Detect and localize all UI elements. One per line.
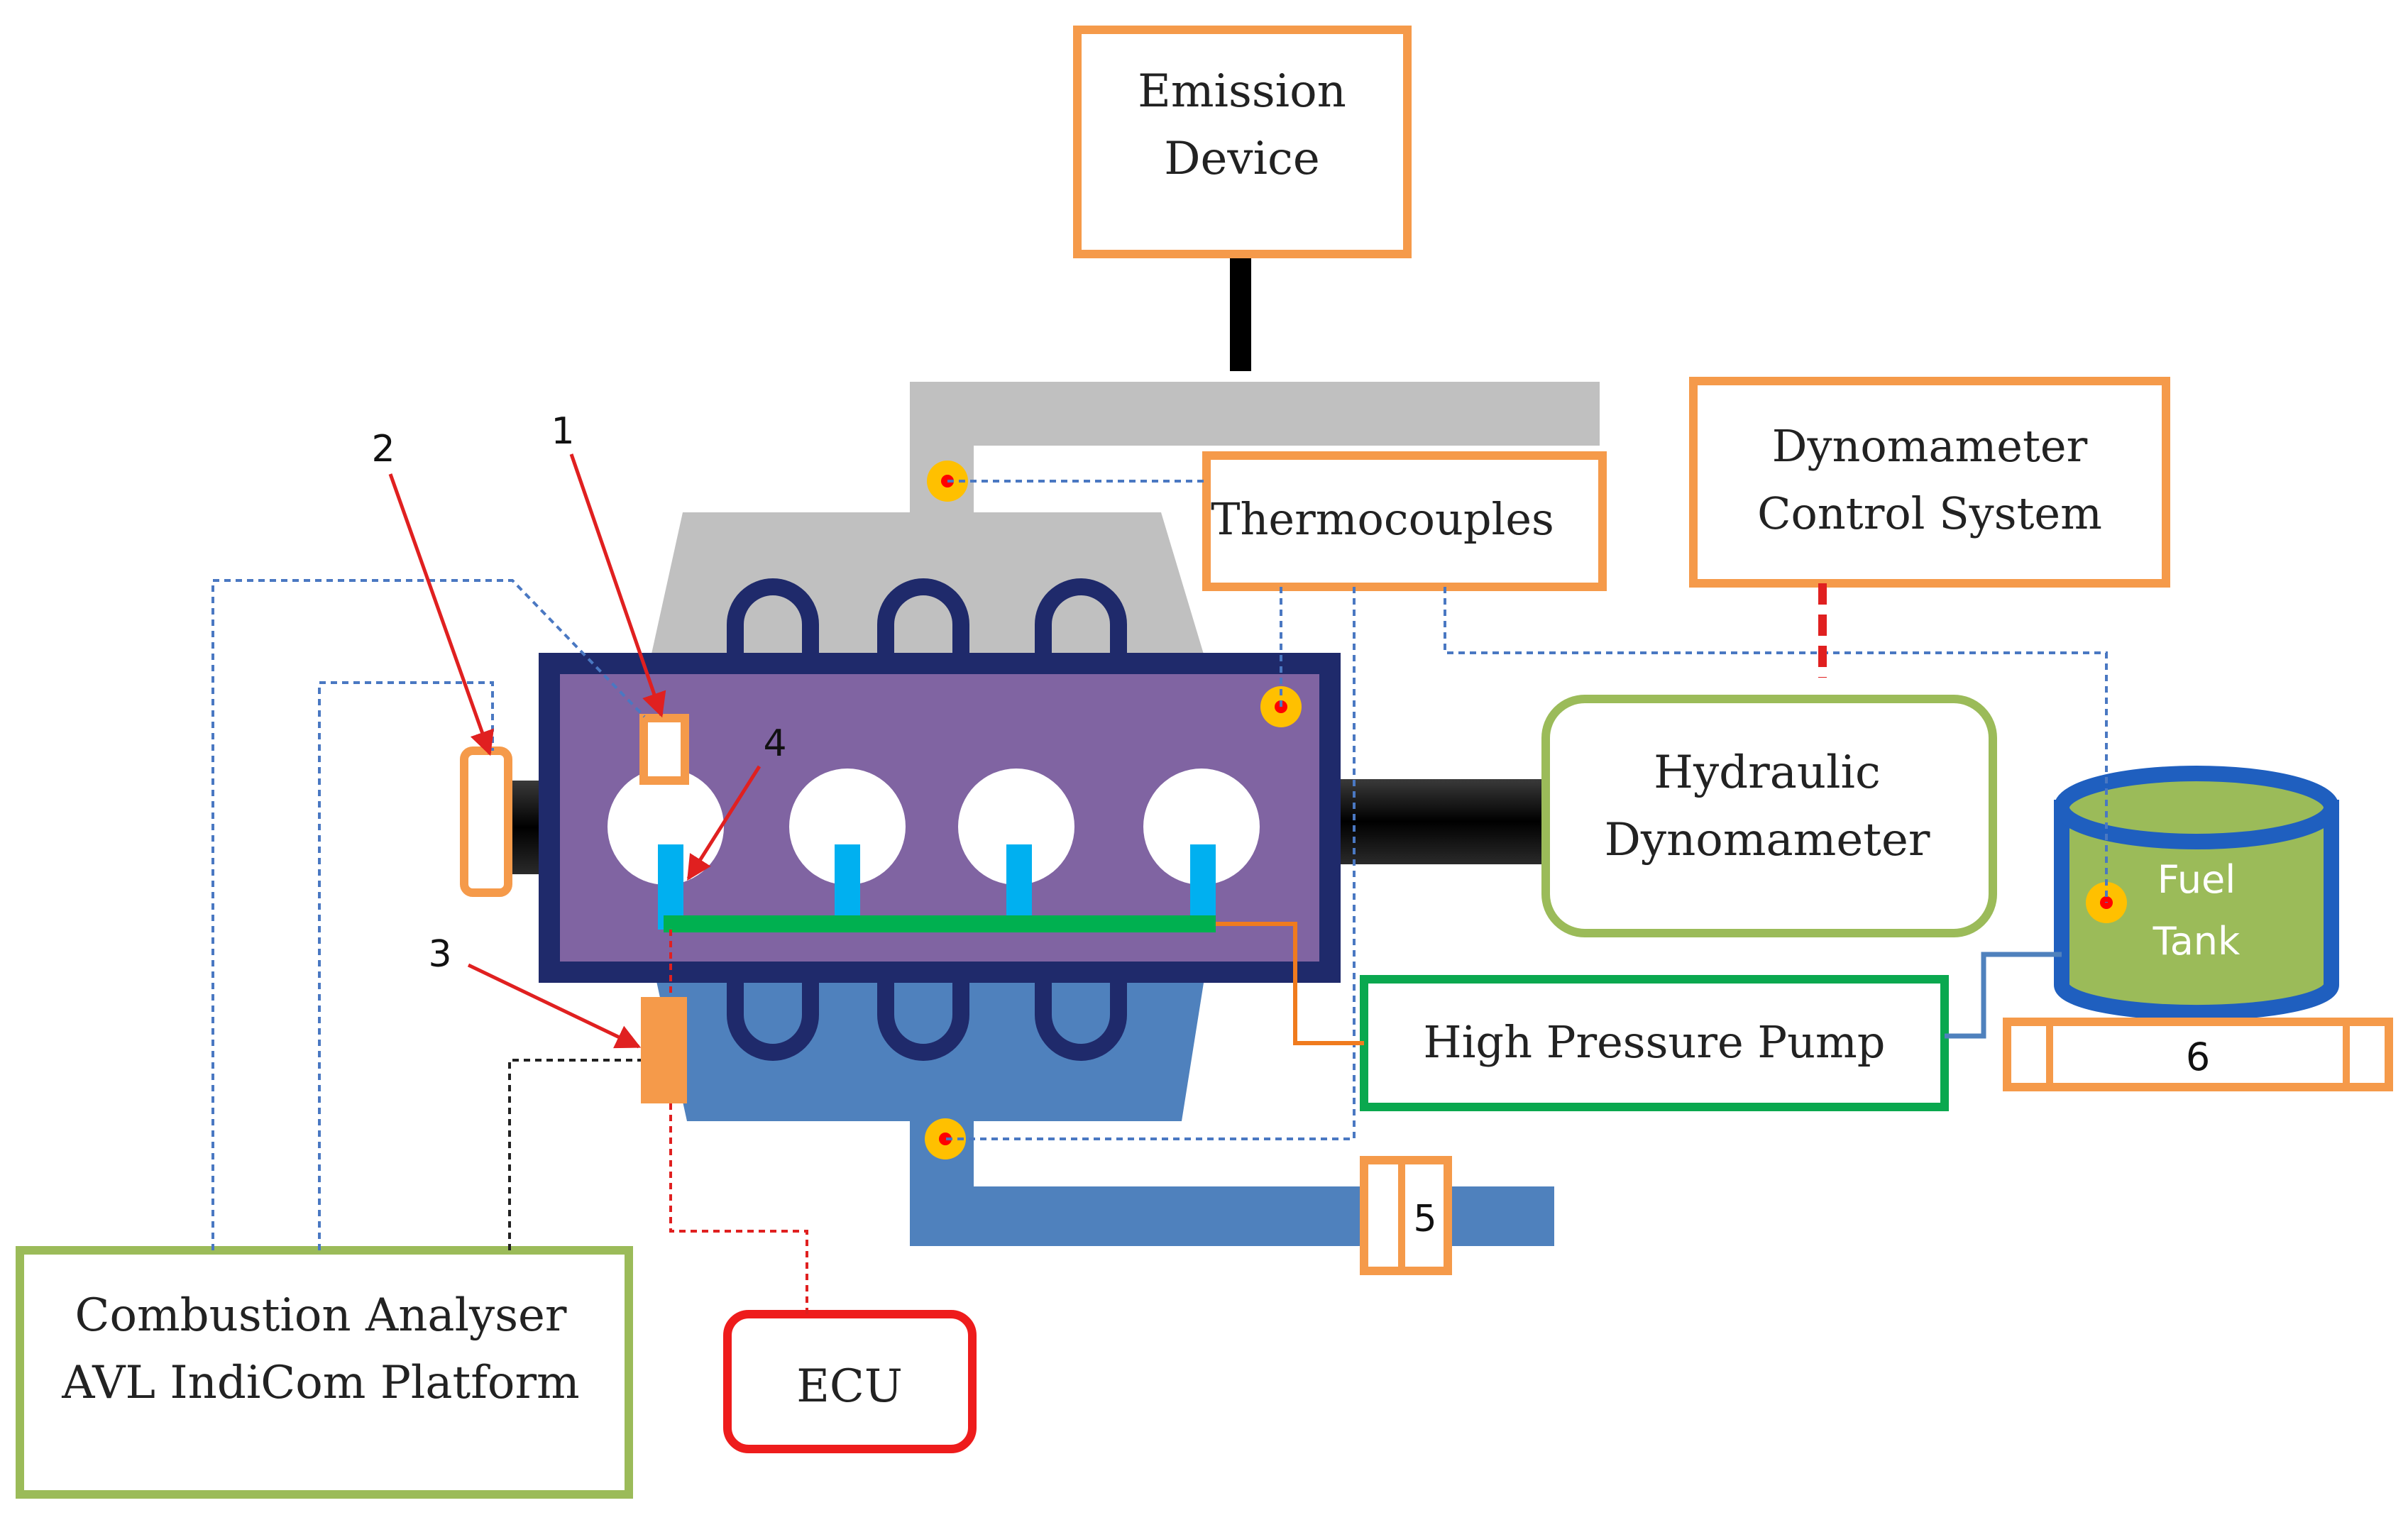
hydraulic-dyno-label-1: Hydraulic	[1654, 747, 1881, 799]
hydraulic-dyno-box: Hydraulic Dynomameter	[1541, 695, 1997, 937]
sensor-1-pressure	[639, 714, 689, 785]
common-rail	[664, 915, 1216, 932]
dyno-control-box: Dynomameter Control System	[1689, 377, 2170, 588]
combustion-analyser-box: Combustion Analyser AVL IndiCom Platform	[16, 1246, 633, 1499]
high-pressure-pump-box: High Pressure Pump	[1360, 975, 1949, 1111]
emission-device-label-1: Emission	[1138, 65, 1346, 118]
connection-lines	[211, 480, 2108, 1314]
output-shaft	[1327, 779, 1547, 864]
ecu-box: ECU	[723, 1310, 977, 1453]
scale-6: 6	[2003, 1018, 2393, 1091]
cylinder-3	[958, 768, 1074, 885]
emission-device-box: Emission Device	[1073, 26, 1412, 258]
hydraulic-dyno-label-2: Dynomameter	[1605, 814, 1930, 866]
fuel-tank-label-2: Tank	[2153, 919, 2241, 964]
combustion-analyser-label-2: AVL IndiCom Platform	[61, 1357, 579, 1409]
callouts: 1 2 3 4	[371, 410, 787, 1049]
marker-5: 5	[1413, 1198, 1436, 1240]
high-pressure-pump-label: High Pressure Pump	[1424, 1016, 1886, 1068]
cylinder-4	[1143, 768, 1260, 885]
marker-3: 3	[428, 933, 451, 976]
marker-2: 2	[371, 428, 395, 470]
emission-device-label-2: Device	[1164, 133, 1320, 185]
ecu-label: ECU	[796, 1360, 903, 1413]
thermocouples-box: Thermocouples	[1202, 451, 1607, 591]
fuel-tank-label-1: Fuel	[2157, 857, 2236, 902]
marker-6: 6	[2186, 1035, 2210, 1079]
cylinder-2	[789, 768, 906, 885]
combustion-analyser-label-1: Combustion Analyser	[75, 1289, 566, 1342]
dyno-control-label-1: Dynomameter	[1772, 420, 2088, 472]
intake-ports	[727, 972, 1127, 1061]
emission-pipe	[1230, 258, 1251, 371]
intake-manifold	[653, 965, 1554, 1246]
fuel-tank: Fuel Tank	[2054, 766, 2339, 1021]
thermocouples-label: Thermocouples	[1211, 493, 1554, 545]
dyno-control-label-2: Control System	[1757, 487, 2102, 539]
injectors	[658, 844, 1216, 930]
exhaust-ports	[727, 578, 1127, 667]
sensor-3	[641, 997, 687, 1103]
sensor-2-encoder	[460, 747, 512, 897]
flow-meter-5: 5	[1360, 1156, 1452, 1275]
marker-4: 4	[763, 722, 786, 765]
marker-1: 1	[551, 410, 574, 453]
